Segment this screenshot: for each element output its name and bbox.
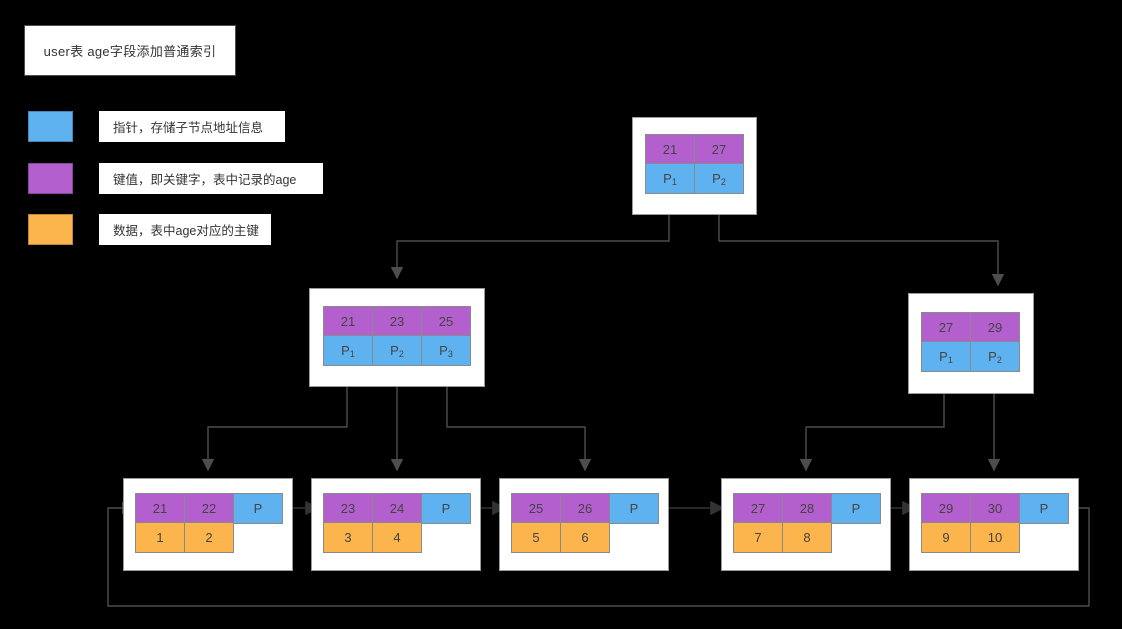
internal-right-key-cell-0[interactable]: 27 bbox=[921, 312, 971, 343]
leaf-5-data-cell-1[interactable]: 10 bbox=[970, 522, 1020, 553]
page-title: user表 age字段添加普通索引 bbox=[43, 44, 217, 59]
root-key-cell-0[interactable]: 21 bbox=[645, 134, 695, 165]
legend-label-data: 数据，表中age对应的主键 bbox=[99, 214, 271, 245]
internal-left-pointer-sub-0: 1 bbox=[349, 348, 355, 359]
internal-left-key-cell-1[interactable]: 23 bbox=[372, 306, 422, 337]
leaf-2-pointer-cell[interactable]: P bbox=[421, 493, 471, 524]
leaf-node-4[interactable]: 27 28 P 7 8 bbox=[721, 478, 891, 571]
leaf-5-key-cell-0[interactable]: 29 bbox=[921, 493, 971, 524]
data-color-swatch bbox=[28, 214, 73, 245]
internal-left-key-cell-0[interactable]: 21 bbox=[323, 306, 373, 337]
internal-left-pointer-sub-1: 2 bbox=[398, 348, 404, 359]
leaf-5-data-cell-0[interactable]: 9 bbox=[921, 522, 971, 553]
leaf-5-pointer-cell[interactable]: P bbox=[1019, 493, 1069, 524]
leaf-3-data-cell-0[interactable]: 5 bbox=[511, 522, 561, 553]
leaf-node-3[interactable]: 25 26 P 5 6 bbox=[499, 478, 669, 571]
leaf-5-key-cell-1[interactable]: 30 bbox=[970, 493, 1020, 524]
leaf-4-key-cell-0[interactable]: 27 bbox=[733, 493, 783, 524]
leaf-4-data-cell-1[interactable]: 8 bbox=[782, 522, 832, 553]
leaf-node-2[interactable]: 23 24 P 3 4 bbox=[311, 478, 481, 571]
leaf-1-data-cell-0[interactable]: 1 bbox=[135, 522, 185, 553]
leaf-4-data-cell-0[interactable]: 7 bbox=[733, 522, 783, 553]
leaf-2-data-cell-1[interactable]: 4 bbox=[372, 522, 422, 553]
leaf-1-key-cell-1[interactable]: 22 bbox=[184, 493, 234, 524]
leaf-3-pointer-cell[interactable]: P bbox=[609, 493, 659, 524]
leaf-2-key-cell-1[interactable]: 24 bbox=[372, 493, 422, 524]
leaf-4-key-cell-1[interactable]: 28 bbox=[782, 493, 832, 524]
root-pointer-sub-0: 1 bbox=[671, 176, 677, 187]
leaf-1-key-cell-0[interactable]: 21 bbox=[135, 493, 185, 524]
internal-right-key-cell-1[interactable]: 29 bbox=[970, 312, 1020, 343]
leaf-4-pointer-cell[interactable]: P bbox=[831, 493, 881, 524]
legend-label-key: 键值，即关键字，表中记录的age bbox=[99, 163, 323, 194]
leaf-node-5[interactable]: 29 30 P 9 10 bbox=[909, 478, 1079, 571]
leaf-3-key-cell-0[interactable]: 25 bbox=[511, 493, 561, 524]
leaf-3-key-cell-1[interactable]: 26 bbox=[560, 493, 610, 524]
internal-right-pointer-sub-0: 1 bbox=[947, 354, 953, 365]
leaf-1-pointer-cell[interactable]: P bbox=[233, 493, 283, 524]
internal-left-key-cell-2[interactable]: 25 bbox=[421, 306, 471, 337]
internal-right-pointer-sub-1: 2 bbox=[996, 354, 1002, 365]
leaf-2-key-cell-0[interactable]: 23 bbox=[323, 493, 373, 524]
diagram-title-box: user表 age字段添加普通索引 bbox=[24, 25, 236, 76]
leaf-3-data-cell-1[interactable]: 6 bbox=[560, 522, 610, 553]
root-pointer-sub-1: 2 bbox=[720, 176, 726, 187]
root-key-cell-1[interactable]: 27 bbox=[694, 134, 744, 165]
internal-left-pointer-sub-2: 3 bbox=[447, 348, 453, 359]
key-color-swatch bbox=[28, 163, 73, 194]
leaf-2-data-cell-0[interactable]: 3 bbox=[323, 522, 373, 553]
leaf-node-1[interactable]: 21 22 P 1 2 bbox=[123, 478, 293, 571]
pointer-color-swatch bbox=[28, 111, 73, 142]
leaf-1-data-cell-1[interactable]: 2 bbox=[184, 522, 234, 553]
legend-label-pointer: 指针，存储子节点地址信息 bbox=[99, 111, 285, 142]
